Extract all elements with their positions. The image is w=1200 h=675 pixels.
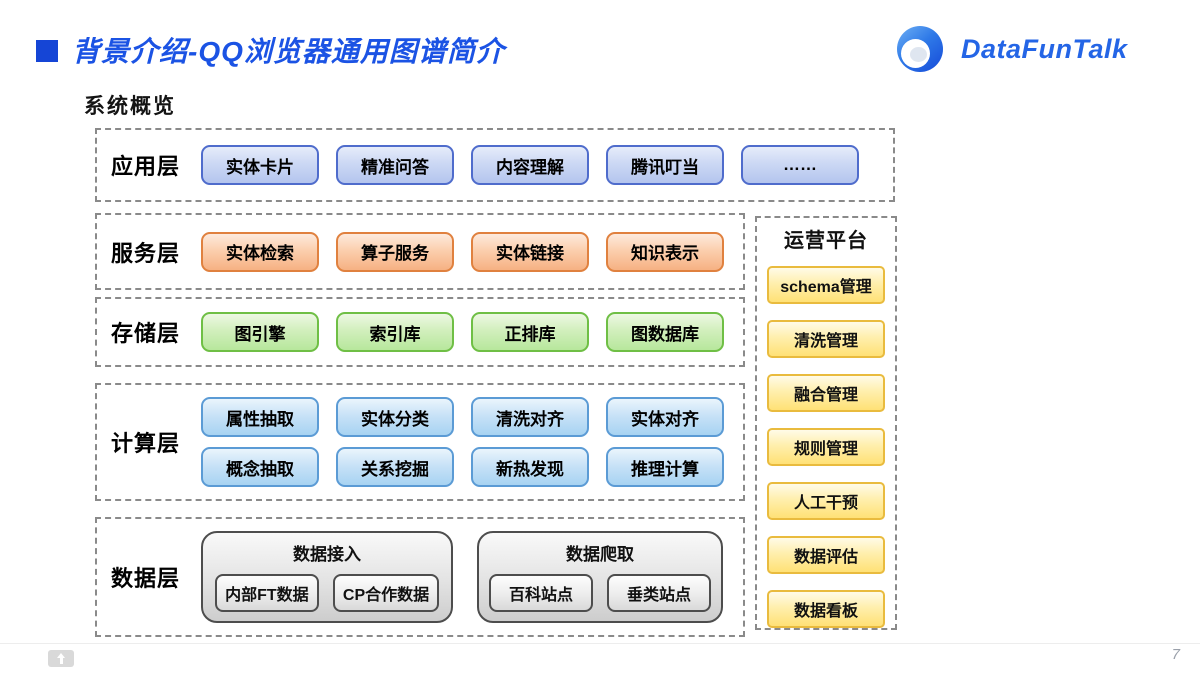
layer-label-data: 数据层 — [111, 566, 181, 591]
qq-logo-cloud — [910, 47, 927, 62]
storage-layer-row: 图引擎 索引库 正排库 图数据库 — [201, 312, 733, 352]
service-layer-box: 服务层 实体检索 算子服务 实体链接 知识表示 — [95, 213, 745, 290]
layer-label-compute: 计算层 — [111, 431, 181, 456]
node-encyclopedia-sites: 百科站点 — [489, 574, 593, 612]
compute-layer-row-2: 概念抽取 关系挖掘 新热发现 推理计算 — [201, 447, 733, 487]
brand-area: DataFunTalk — [897, 26, 1128, 72]
node-graph-database: 图数据库 — [606, 312, 724, 352]
application-layer-box: 应用层 实体卡片 精准问答 内容理解 腾讯叮当 …… — [95, 128, 895, 202]
group-data-ingestion: 数据接入 内部FT数据 CP合作数据 — [201, 531, 453, 623]
node-cleaning-management: 清洗管理 — [767, 320, 885, 358]
node-relation-mining: 关系挖掘 — [336, 447, 454, 487]
node-knowledge-represent: 知识表示 — [606, 231, 724, 272]
node-manual-intervention: 人工干预 — [767, 482, 885, 520]
node-attribute-extraction: 属性抽取 — [201, 397, 319, 437]
node-data-evaluation: 数据评估 — [767, 536, 885, 574]
qq-browser-swirl-icon — [897, 26, 943, 72]
application-layer-row: 实体卡片 精准问答 内容理解 腾讯叮当 …… — [201, 145, 883, 185]
node-forward-store: 正排库 — [471, 312, 589, 352]
watermark-arrow-stem — [59, 658, 63, 664]
datafun-watermark-icon — [48, 650, 74, 667]
node-index-store: 索引库 — [336, 312, 454, 352]
service-layer-row: 实体检索 算子服务 实体链接 知识表示 — [201, 231, 733, 272]
node-graph-engine: 图引擎 — [201, 312, 319, 352]
node-vertical-sites: 垂类站点 — [607, 574, 711, 612]
node-app-more: …… — [741, 145, 859, 185]
node-operator-service: 算子服务 — [336, 231, 454, 272]
node-concept-extraction: 概念抽取 — [201, 447, 319, 487]
node-entity-alignment: 实体对齐 — [606, 397, 724, 437]
node-rule-management: 规则管理 — [767, 428, 885, 466]
group-title-data-ingestion: 数据接入 — [293, 545, 361, 564]
data-layer-box: 数据层 数据接入 内部FT数据 CP合作数据 数据爬取 百科站点 垂类站点 — [95, 517, 745, 637]
layer-label-service: 服务层 — [111, 240, 181, 266]
operations-platform-list: schema管理 清洗管理 融合管理 规则管理 人工干预 数据评估 数据看板 — [767, 266, 885, 628]
layer-label-storage: 存储层 — [111, 321, 181, 346]
node-cleaning-alignment: 清洗对齐 — [471, 397, 589, 437]
group-title-data-crawling: 数据爬取 — [566, 545, 634, 564]
node-fusion-management: 融合管理 — [767, 374, 885, 412]
node-internal-ft-data: 内部FT数据 — [214, 574, 319, 612]
operations-platform-box: 运营平台 schema管理 清洗管理 融合管理 规则管理 人工干预 数据评估 数… — [755, 216, 897, 630]
node-precise-qa: 精准问答 — [336, 145, 454, 185]
node-data-dashboard: 数据看板 — [767, 590, 885, 628]
footer-divider — [0, 643, 1200, 644]
watermark-arrow-head — [57, 653, 65, 658]
node-content-understanding: 内容理解 — [471, 145, 589, 185]
brand-name: DataFunTalk — [961, 33, 1128, 64]
section-subtitle: 系统概览 — [84, 95, 176, 118]
node-schema-management: schema管理 — [767, 266, 885, 304]
compute-layer-row-1: 属性抽取 实体分类 清洗对齐 实体对齐 — [201, 397, 733, 437]
operations-platform-title: 运营平台 — [784, 230, 868, 252]
group-data-crawling: 数据爬取 百科站点 垂类站点 — [477, 531, 723, 623]
data-layer-groups: 数据接入 内部FT数据 CP合作数据 数据爬取 百科站点 垂类站点 — [201, 531, 733, 623]
node-reasoning-compute: 推理计算 — [606, 447, 724, 487]
page-title: 背景介绍-QQ浏览器通用图谱简介 — [72, 36, 505, 67]
page-number: 7 — [1171, 646, 1180, 663]
node-cp-partner-data: CP合作数据 — [332, 574, 440, 612]
compute-layer-box: 计算层 属性抽取 实体分类 清洗对齐 实体对齐 概念抽取 关系挖掘 新热发现 推… — [95, 383, 745, 501]
node-entity-retrieval: 实体检索 — [201, 231, 319, 272]
layer-label-application: 应用层 — [111, 154, 181, 179]
node-tencent-dingdang: 腾讯叮当 — [606, 145, 724, 185]
node-trend-discovery: 新热发现 — [471, 447, 589, 487]
storage-layer-box: 存储层 图引擎 索引库 正排库 图数据库 — [95, 297, 745, 367]
node-entity-card: 实体卡片 — [201, 145, 319, 185]
node-entity-linking: 实体链接 — [471, 231, 589, 272]
node-entity-classification: 实体分类 — [336, 397, 454, 437]
title-bullet-square — [36, 40, 58, 62]
